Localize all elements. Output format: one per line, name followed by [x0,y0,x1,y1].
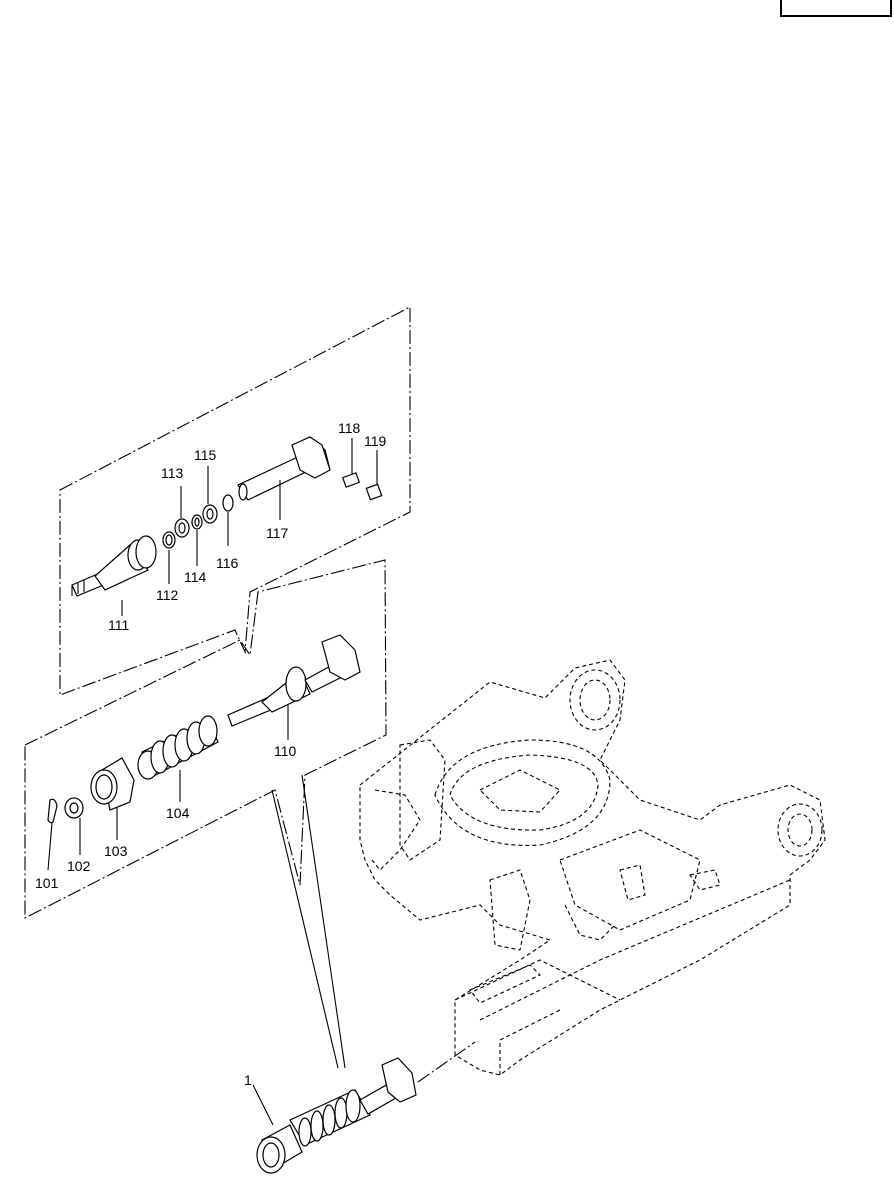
label-103: 103 [104,843,128,859]
part-112-ring [162,531,176,549]
label-114: 114 [184,569,207,585]
part-119-bolt [365,483,383,501]
part-1-complete-assembly [256,1057,417,1174]
label-119: 119 [364,433,387,449]
label-117: 117 [266,525,289,541]
part-118-fitting [341,472,361,488]
upper-group-outline [59,306,411,696]
middle-group-outline [24,559,387,919]
label-113: 113 [161,465,184,481]
part-111-rod [71,535,157,597]
part-110-shaft-assembly [227,634,361,727]
part-104-bellows [137,715,219,780]
part-117-shaft [237,436,331,501]
label-115: 115 [194,447,217,463]
title-block-frame [780,0,892,17]
machine-frame-phantom [359,659,826,1076]
part-102-nut [64,797,84,819]
label-118: 118 [338,420,361,436]
explode-line-left [271,789,339,1069]
label-104: 104 [166,805,190,821]
label-102: 102 [67,858,91,874]
label-116: 116 [216,555,239,571]
leader-101 [47,822,53,871]
explode-line-right [301,774,346,1069]
part-116-ring [222,494,234,512]
label-112: 112 [156,587,179,603]
part-101-pin [47,798,58,824]
part-114-ring [191,514,203,530]
label-1: 1 [244,1072,252,1088]
label-111: 111 [108,617,129,633]
label-110: 110 [274,743,297,759]
part-113-ring [174,518,190,538]
part-115-ring [202,504,218,524]
label-101: 101 [35,875,59,891]
install-center-line [417,1041,476,1083]
leader-1 [252,1084,274,1126]
part-103-housing [90,757,135,811]
